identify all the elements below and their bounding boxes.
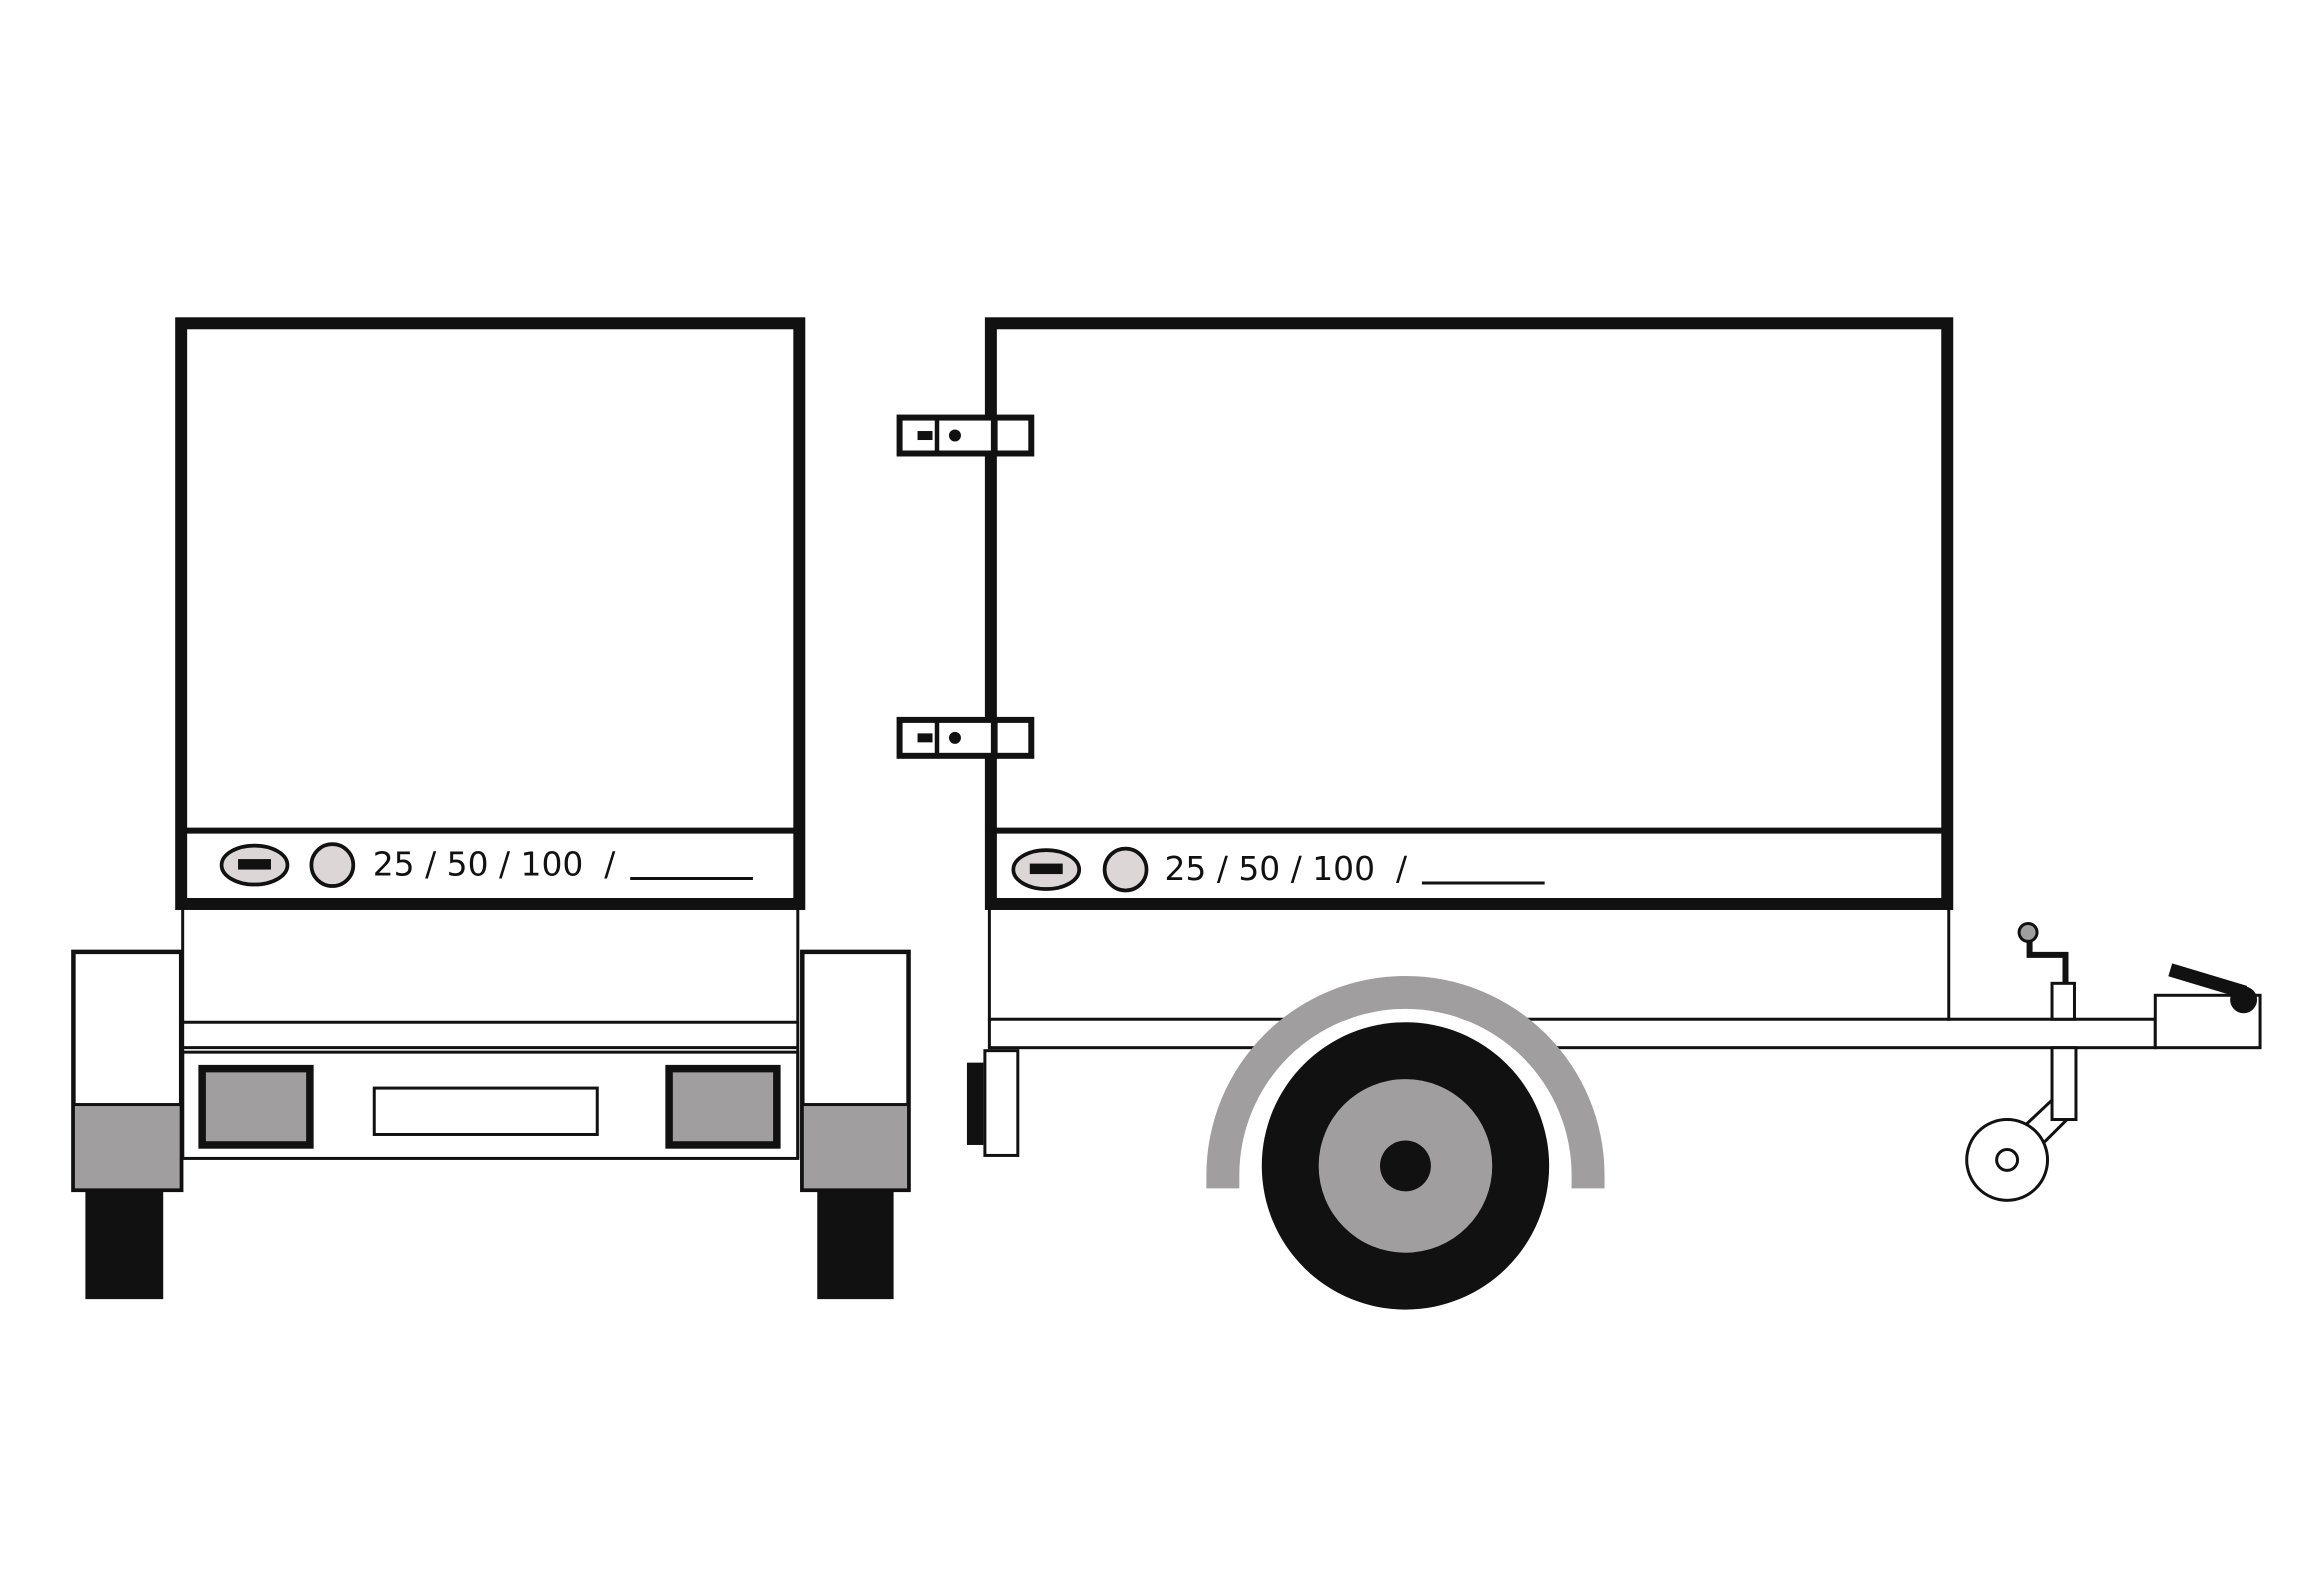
rear-speed-label: 25 / 50 / 100 /: [373, 845, 616, 884]
side-frame: [987, 903, 1951, 1021]
hinge-lower-rivet: [948, 731, 961, 744]
hinge-upper-pin: [917, 431, 933, 441]
jockey-wheel-hub: [1995, 1147, 2020, 1172]
jockey-wheel-tire: [1965, 1118, 2050, 1202]
side-wheel: [1261, 1022, 1550, 1310]
rear-box-outline: [175, 317, 806, 910]
rear-left-fender: [71, 949, 184, 1300]
jockey-crank-knob: [2017, 921, 2039, 943]
jockey-tube-upper: [2050, 981, 2076, 1021]
license-plate: [372, 1086, 599, 1136]
rear-bumper-panel: [181, 1050, 800, 1160]
rear-right-fender: [800, 949, 911, 1300]
side-drawbar: [987, 1017, 2157, 1050]
side-chassis: [987, 963, 2262, 1050]
hinge-lower: [896, 716, 1035, 759]
side-rear-light-lens: [966, 1062, 984, 1145]
side-fender-arc: [1206, 975, 1605, 1189]
side-round-sign-icon: [1102, 846, 1149, 893]
hinge-upper-rivet: [948, 429, 961, 442]
rear-view: 25 / 50 / 100 /: [71, 317, 911, 1300]
side-view: 25 / 50 / 100 /: [896, 317, 2262, 1310]
coupling-handle: [2168, 963, 2248, 999]
jockey-strut-left: [2025, 1098, 2054, 1126]
side-cargo-box: 25 / 50 / 100 /: [984, 317, 1954, 910]
rear-round-sign-icon: [309, 842, 356, 888]
rear-right-tire: [817, 1191, 894, 1300]
hinge-upper-plate: [896, 414, 1035, 457]
hinge-upper: [896, 414, 1035, 457]
rear-cargo-box: 25 / 50 / 100 /: [175, 317, 806, 910]
hinge-lower-pin: [917, 733, 933, 743]
rear-right-taillight: [665, 1064, 781, 1149]
jockey-crank: [2026, 939, 2069, 984]
rear-left-tire: [85, 1191, 164, 1300]
rear-left-taillight: [198, 1064, 314, 1149]
rear-right-fender-gray: [800, 1103, 911, 1192]
side-box-outline: [984, 317, 1954, 910]
jockey-strut-right: [2043, 1118, 2069, 1144]
side-oval-dash: [1029, 863, 1063, 875]
rear-chassis: [181, 903, 800, 1160]
side-rear-light: [966, 1049, 1020, 1157]
rear-left-fender-gray: [71, 1103, 183, 1192]
rear-oval-dash: [238, 859, 271, 870]
jockey-wheel: [1965, 921, 2078, 1202]
side-rear-light-housing: [983, 1049, 1020, 1157]
jockey-tube-lower: [2050, 1046, 2078, 1122]
coupling-ball: [2230, 986, 2258, 1014]
side-speed-label: 25 / 50 / 100 /: [1164, 849, 1407, 888]
side-wheel-hub: [1380, 1140, 1431, 1192]
